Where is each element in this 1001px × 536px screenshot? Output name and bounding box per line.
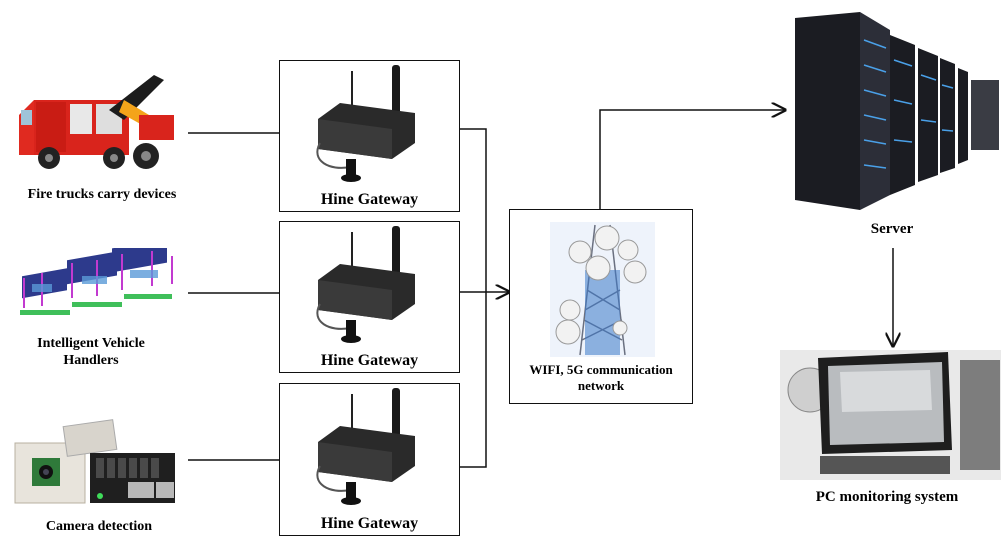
gateway-box-1: Hine Gateway [279, 60, 460, 212]
pc-monitor-image [780, 350, 1001, 480]
gateway-router-icon [316, 65, 415, 182]
camera-device-image [10, 418, 182, 518]
network-box: WIFI, 5G communication network [509, 209, 693, 404]
network-label: WIFI, 5G communication network [529, 362, 673, 393]
gateway-box-3: Hine Gateway [279, 383, 460, 536]
vehicle-handlers-label: Intelligent Vehicle Handlers [37, 336, 145, 368]
connector-gateway3-bus [459, 292, 487, 468]
server-label: Server [870, 221, 914, 237]
gateway-label-1: Hine Gateway [320, 191, 419, 208]
pc-monitoring-label: PC monitoring system [815, 489, 959, 505]
camera-detection-label: Camera detection [45, 519, 153, 534]
fire-truck-image [14, 70, 184, 180]
gateway-router-icon [316, 388, 415, 505]
server-rack-image [790, 10, 1001, 210]
cell-tower-icon [550, 222, 655, 357]
fire-truck-label: Fire trucks carry devices [27, 187, 177, 202]
gateway-label-3: Hine Gateway [320, 515, 419, 532]
gateway-router-icon [316, 226, 415, 343]
connector-network-server [599, 110, 785, 209]
gateway-box-2: Hine Gateway [279, 221, 460, 373]
vehicle-handlers-image [12, 248, 180, 326]
gateway-label-2: Hine Gateway [320, 352, 419, 369]
connector-gateway1-bus [459, 128, 487, 292]
